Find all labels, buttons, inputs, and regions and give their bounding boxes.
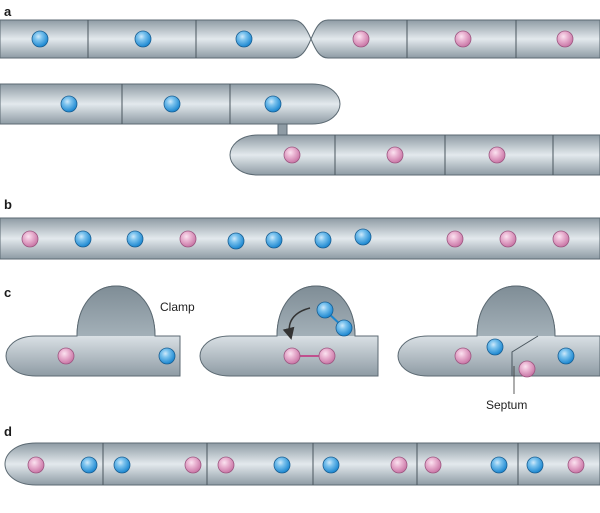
panel-a: a bbox=[0, 4, 600, 176]
pink-nucleus-icon bbox=[552, 230, 570, 248]
clamp-outline bbox=[76, 285, 156, 337]
hypha-a-lower bbox=[229, 134, 600, 176]
blue-nucleus-icon bbox=[80, 456, 98, 474]
curved-arrow-icon bbox=[282, 307, 311, 340]
clamp-bulge bbox=[277, 286, 355, 336]
clamp-label: Clamp bbox=[160, 300, 195, 314]
blue-nucleus-icon bbox=[227, 232, 245, 250]
blue-nucleus-icon bbox=[113, 456, 131, 474]
blue-nucleus-icon bbox=[134, 30, 152, 48]
blue-nucleus-icon bbox=[486, 338, 504, 356]
panel-d: d bbox=[4, 424, 600, 486]
blue-nucleus-icon bbox=[335, 319, 353, 337]
pink-nucleus-icon bbox=[556, 30, 574, 48]
pink-nucleus-icon bbox=[424, 456, 442, 474]
blue-nucleus-icon bbox=[235, 30, 253, 48]
blue-nucleus-icon bbox=[314, 231, 332, 249]
clamp-bulge bbox=[477, 286, 555, 336]
pink-nucleus-icon bbox=[446, 230, 464, 248]
panel-label-a: a bbox=[4, 4, 12, 19]
pink-nucleus-icon bbox=[184, 456, 202, 474]
pink-nucleus-icon bbox=[386, 146, 404, 164]
pink-nucleus-icon bbox=[518, 360, 536, 378]
pink-nucleus-icon bbox=[21, 230, 39, 248]
hypha-b bbox=[0, 217, 600, 260]
panel-label-d: d bbox=[4, 424, 12, 439]
pink-nucleus-icon bbox=[499, 230, 517, 248]
hypha-d bbox=[4, 442, 600, 486]
blue-nucleus-icon bbox=[126, 230, 144, 248]
blue-nucleus-icon bbox=[526, 456, 544, 474]
pink-nucleus-icon bbox=[283, 146, 301, 164]
pink-nucleus-icon bbox=[488, 146, 506, 164]
pink-nucleus-icon bbox=[454, 30, 472, 48]
pink-nucleus-icon bbox=[454, 347, 472, 365]
clamp-bulge bbox=[77, 286, 155, 336]
panel-b: b bbox=[0, 197, 600, 260]
pink-nucleus-icon bbox=[57, 347, 75, 365]
clamp-outline bbox=[276, 285, 356, 337]
blue-nucleus-icon bbox=[60, 95, 78, 113]
blue-nucleus-icon bbox=[163, 95, 181, 113]
pink-nucleus-icon bbox=[567, 456, 585, 474]
blue-nucleus-icon bbox=[158, 347, 176, 365]
clamp-outline bbox=[476, 285, 556, 337]
septum bbox=[511, 335, 539, 376]
pink-nucleus-icon bbox=[217, 456, 235, 474]
panel-label-b: b bbox=[4, 197, 12, 212]
pink-nucleus-icon bbox=[318, 347, 336, 365]
pink-nucleus-icon bbox=[27, 456, 45, 474]
pink-nucleus-icon bbox=[179, 230, 197, 248]
blue-nucleus-icon bbox=[273, 456, 291, 474]
pink-nucleus-icon bbox=[390, 456, 408, 474]
pink-nucleus-icon bbox=[283, 347, 301, 365]
blue-nucleus-icon bbox=[264, 95, 282, 113]
blue-nucleus-icon bbox=[557, 347, 575, 365]
pink-nucleus-icon bbox=[352, 30, 370, 48]
blue-nucleus-icon bbox=[31, 30, 49, 48]
septum-label: Septum bbox=[486, 398, 527, 412]
panel-label-c: c bbox=[4, 285, 11, 300]
blue-nucleus-icon bbox=[74, 230, 92, 248]
blue-nucleus-icon bbox=[354, 228, 372, 246]
blue-nucleus-icon bbox=[316, 301, 334, 319]
blue-nucleus-icon bbox=[490, 456, 508, 474]
panel-c: c Clamp Septum bbox=[4, 285, 600, 412]
blue-nucleus-icon bbox=[265, 231, 283, 249]
blue-nucleus-icon bbox=[322, 456, 340, 474]
